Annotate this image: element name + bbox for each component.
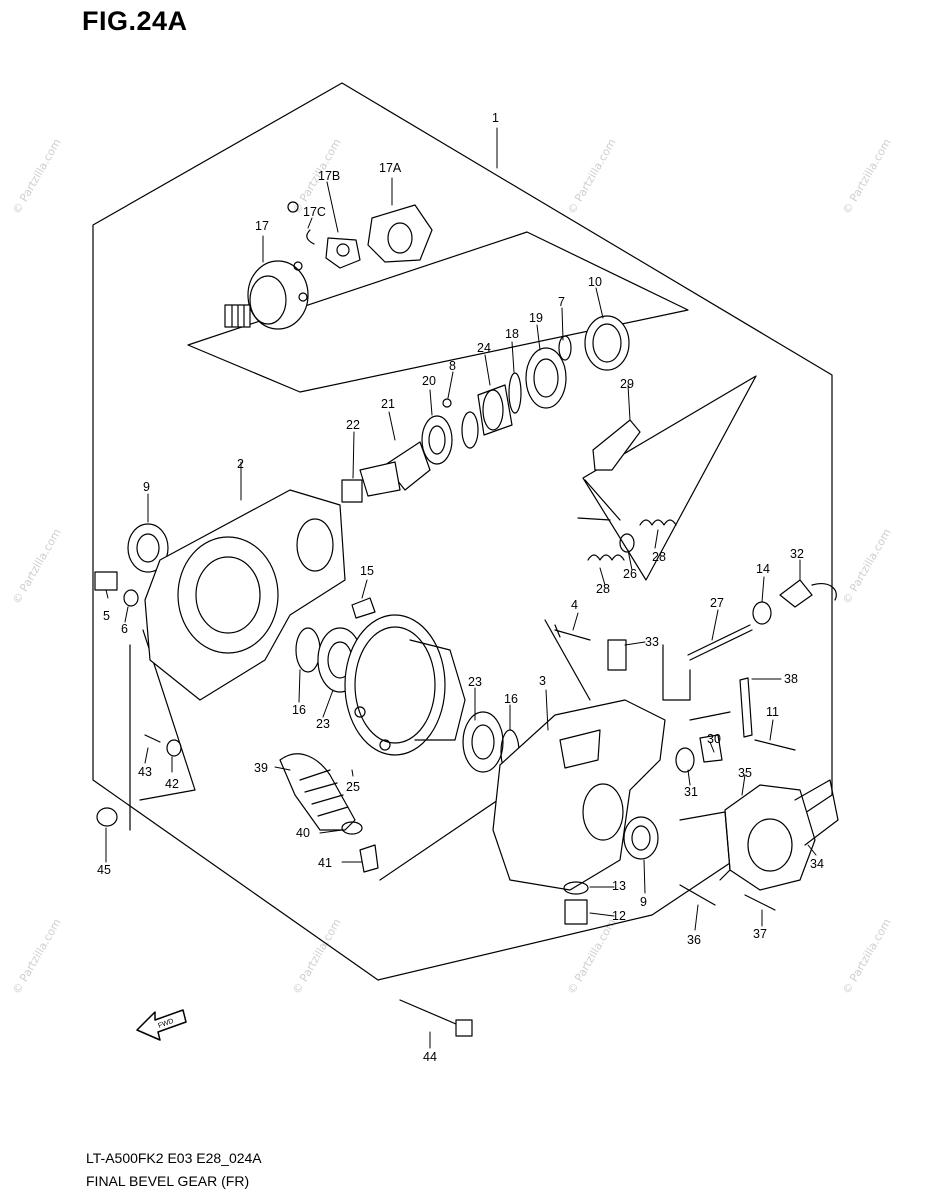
part-31-oring <box>675 747 695 773</box>
part-27-rod <box>687 624 751 656</box>
part-35-bracket <box>679 811 731 881</box>
callout-23-left: 23 <box>316 717 330 731</box>
callout-17b: 17B <box>318 169 341 183</box>
callout-17c: 17C <box>303 205 326 219</box>
callout-42: 42 <box>165 777 179 791</box>
shift-group-outline <box>582 375 757 581</box>
part-28-spring-upper <box>639 519 677 526</box>
part-16-shim <box>295 627 321 673</box>
callout-32: 32 <box>790 547 804 561</box>
callout-25: 25 <box>346 780 360 794</box>
callout-6: 6 <box>121 622 128 636</box>
callout-41: 41 <box>318 856 332 870</box>
part-32-sensor <box>779 579 813 608</box>
callout-12: 12 <box>612 909 626 923</box>
callout-30: 30 <box>707 732 721 746</box>
callout-21: 21 <box>381 397 395 411</box>
pinion-group-outline <box>187 231 689 393</box>
part-28-spring-lower <box>587 554 625 561</box>
callout-28-upper: 28 <box>652 550 666 564</box>
callout-1: 1 <box>492 111 499 125</box>
part-34-actuator <box>724 779 839 891</box>
callout-20: 20 <box>422 374 436 388</box>
callout-40: 40 <box>296 826 310 840</box>
callout-7: 7 <box>558 295 565 309</box>
callout-33: 33 <box>645 635 659 649</box>
assembly-outline <box>92 82 833 981</box>
part-29-fork <box>577 419 641 521</box>
callout-19: 19 <box>529 311 543 325</box>
section-name: FINAL BEVEL GEAR (FR) <box>86 1173 250 1189</box>
callout-28-lower: 28 <box>596 582 610 596</box>
part-38-lever <box>739 677 753 738</box>
part-15-dowel <box>351 597 376 619</box>
part-30-screw <box>699 734 723 763</box>
callout-18: 18 <box>505 327 519 341</box>
callout-39: 39 <box>254 761 268 775</box>
callout-31: 31 <box>684 785 698 799</box>
callout-35: 35 <box>738 766 752 780</box>
figure-title: FIG.24A <box>82 6 188 36</box>
callout-44: 44 <box>423 1050 437 1064</box>
part-14-seal <box>752 601 772 625</box>
callout-16-left: 16 <box>292 703 306 717</box>
part-5-plug <box>94 571 118 591</box>
bolts <box>144 624 796 1037</box>
part-42-washer <box>166 739 182 757</box>
part-12-drain-plug <box>564 899 588 925</box>
part-3-main-case <box>492 699 666 891</box>
callout-9-left: 9 <box>143 480 150 494</box>
callout-15: 15 <box>360 564 374 578</box>
part-2-housing-cover <box>144 489 346 701</box>
model-code: LT-A500FK2 E03 E28_024A <box>86 1150 262 1166</box>
part-13-gasket <box>563 881 589 895</box>
callout-22: 22 <box>346 418 360 432</box>
part-17a-yoke <box>367 204 433 263</box>
callout-16-right: 16 <box>504 692 518 706</box>
callout-3: 3 <box>539 674 546 688</box>
callout-11: 11 <box>766 705 779 719</box>
ring-gear-differential <box>344 614 466 756</box>
part-17-flange <box>224 260 309 330</box>
callout-38: 38 <box>784 672 798 686</box>
part-39-boot <box>279 753 356 831</box>
callout-8: 8 <box>449 359 456 373</box>
diff-group-outline <box>139 629 196 801</box>
callout-37: 37 <box>753 927 767 941</box>
part-33-switch <box>607 639 627 671</box>
callout-14: 14 <box>756 562 770 576</box>
callout-10: 10 <box>588 275 602 289</box>
fwd-arrow <box>136 1009 187 1041</box>
callout-4: 4 <box>571 598 578 612</box>
part-6-washer <box>123 589 139 607</box>
callout-24: 24 <box>477 341 491 355</box>
callout-5: 5 <box>103 609 110 623</box>
part-40-clamp <box>341 821 363 835</box>
part-23-bearing-right <box>462 711 504 773</box>
callout-13: 13 <box>612 879 626 893</box>
callout-17a: 17A <box>379 161 402 175</box>
part-17b-spider <box>287 201 361 269</box>
part-26-ring <box>619 533 635 553</box>
callout-17: 17 <box>255 219 269 233</box>
callout-23-right: 23 <box>468 675 482 689</box>
part-9-seal-right <box>623 816 659 860</box>
callout-43: 43 <box>138 765 152 779</box>
callout-45: 45 <box>97 863 111 877</box>
callout-36: 36 <box>687 933 701 947</box>
callout-27: 27 <box>710 596 724 610</box>
callout-26: 26 <box>623 567 637 581</box>
part-41-pin <box>359 844 379 873</box>
callout-2: 2 <box>237 457 244 471</box>
part-9-seal-left <box>127 523 169 573</box>
callout-34: 34 <box>810 857 824 871</box>
callout-29: 29 <box>620 377 634 391</box>
pinion-bearing-stack <box>341 315 630 503</box>
callout-9-right: 9 <box>640 895 647 909</box>
part-45-nut <box>96 807 118 827</box>
